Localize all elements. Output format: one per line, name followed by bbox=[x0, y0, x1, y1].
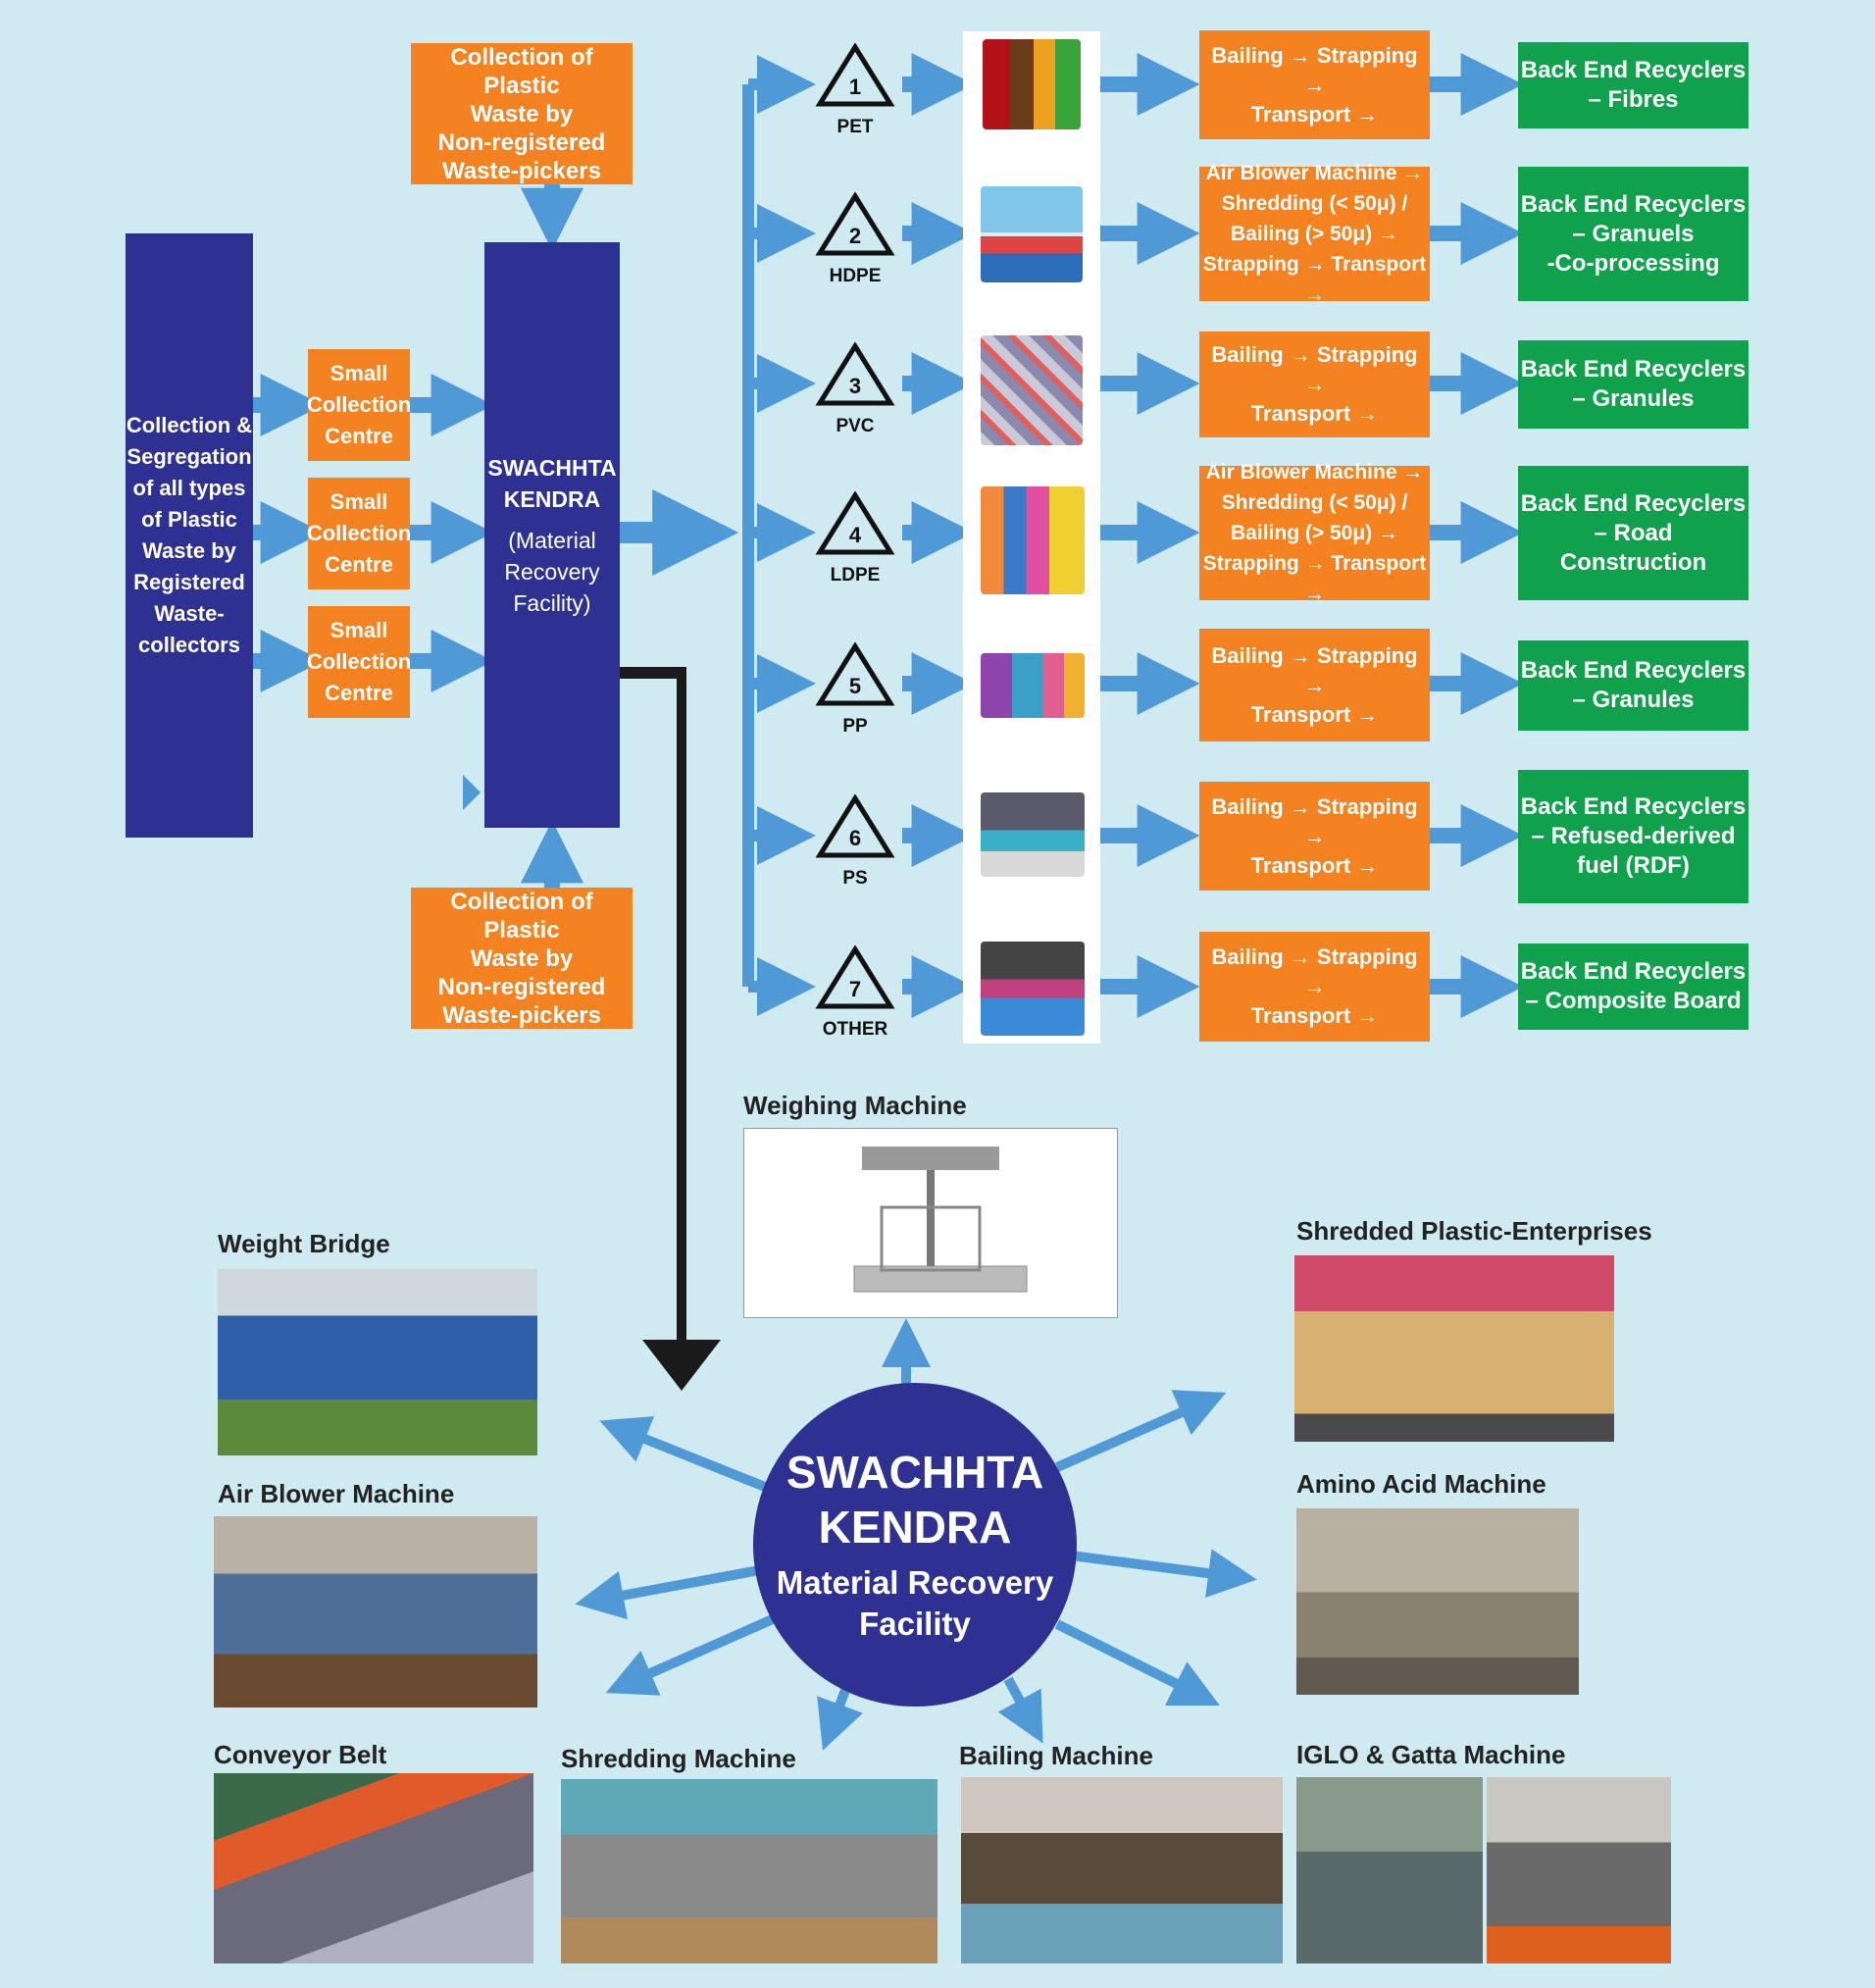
conveyor-belt-photo bbox=[214, 1773, 533, 1963]
recycler-box-5: Back End Recyclers – Granules bbox=[1518, 640, 1748, 731]
recycler-box-6: Back End Recyclers – Refused-derived fue… bbox=[1518, 770, 1748, 903]
resin-code: OTHER bbox=[822, 1019, 888, 1040]
row-arrows bbox=[902, 53, 1524, 1018]
caption-bailing-machine: Bailing Machine bbox=[959, 1741, 1153, 1770]
recycler-box-3: Back End Recyclers – Granules bbox=[1518, 340, 1748, 429]
process-box-4: Air Blower Machine → Shredding (< 50μ) /… bbox=[1199, 461, 1430, 605]
weighing-machine-photo bbox=[743, 1128, 1118, 1318]
resin-code: PET bbox=[836, 117, 874, 137]
recycler-box-2: Back End Recyclers – Granuels -Co-proces… bbox=[1518, 167, 1748, 301]
small-collection-centre-2: Small Collection Centre bbox=[307, 478, 411, 589]
process-box-5: Bailing → Strapping → Transport → bbox=[1199, 629, 1430, 741]
resin-symbol-7: 7 OTHER bbox=[796, 944, 914, 1041]
air-blower-photo bbox=[214, 1516, 537, 1708]
small-collection-centre-3: Small Collection Centre bbox=[307, 606, 411, 718]
caption-iglo-gatta-machine: IGLO & Gatta Machine bbox=[1296, 1740, 1566, 1769]
resin-symbol-4: 4 LDPE bbox=[796, 490, 914, 586]
swachhta-kendra-hub: SWACHHTA KENDRA Material Recovery Facili… bbox=[753, 1383, 1077, 1707]
svg-text:3: 3 bbox=[849, 374, 861, 398]
recycle-icon: 5 bbox=[815, 641, 895, 706]
resin-symbol-2: 2 HDPE bbox=[796, 191, 914, 287]
svg-text:4: 4 bbox=[849, 523, 862, 547]
caption-air-blower-machine: Air Blower Machine bbox=[218, 1479, 455, 1508]
caption-shredded-plastic-enterprises: Shredded Plastic-Enterprises bbox=[1296, 1216, 1652, 1246]
resin-code: PP bbox=[842, 716, 868, 737]
recycle-icon: 6 bbox=[815, 793, 895, 858]
pet-bottles-image bbox=[983, 39, 1081, 129]
caption-shredding-machine: Shredding Machine bbox=[561, 1744, 796, 1773]
ldpe-items-image bbox=[981, 486, 1085, 594]
resin-code: LDPE bbox=[830, 565, 881, 586]
amino-acid-photo bbox=[1296, 1508, 1579, 1695]
pp-containers-image bbox=[981, 653, 1085, 718]
resin-code: HDPE bbox=[829, 266, 882, 286]
resin-symbol-5: 5 PP bbox=[796, 641, 914, 738]
hub-subtitle: Material Recovery Facility bbox=[776, 1564, 1054, 1642]
svg-text:6: 6 bbox=[849, 826, 861, 850]
bracket-branches bbox=[748, 55, 816, 1016]
recycler-box-4: Back End Recyclers – Road Construction bbox=[1518, 466, 1748, 600]
resin-code: PS bbox=[842, 868, 868, 889]
process-box-2: Air Blower Machine → Shredding (< 50μ) /… bbox=[1199, 162, 1430, 306]
swachhta-kendra-box: SWACHHTA KENDRA (Material Recovery Facil… bbox=[484, 242, 620, 828]
registered-collectors-box: Collection & Segregation of all types of… bbox=[126, 233, 253, 838]
hub-title: SWACHHTA KENDRA bbox=[785, 1447, 1044, 1553]
process-box-1: Bailing → Strapping → Transport → bbox=[1199, 30, 1430, 139]
recycle-icon: 1 bbox=[815, 42, 895, 107]
ps-items-image bbox=[981, 792, 1085, 877]
small-collection-centre-1: Small Collection Centre bbox=[307, 349, 411, 461]
process-box-6: Bailing → Strapping → Transport → bbox=[1199, 782, 1430, 891]
resin-symbol-6: 6 PS bbox=[796, 793, 914, 890]
other-items-image bbox=[981, 942, 1085, 1036]
process-box-3: Bailing → Strapping → Transport → bbox=[1199, 331, 1430, 437]
hdpe-containers-image bbox=[981, 186, 1083, 282]
caption-conveyor-belt: Conveyor Belt bbox=[214, 1740, 387, 1769]
recycle-icon: 3 bbox=[815, 341, 895, 406]
recycler-box-7: Back End Recyclers – Composite Board bbox=[1518, 943, 1748, 1030]
bailing-machine-photo bbox=[961, 1777, 1283, 1963]
recycle-icon: 4 bbox=[815, 490, 895, 555]
arrow-small-left bbox=[463, 775, 481, 810]
black-arrow-down bbox=[620, 667, 721, 1391]
kendra-title: SWACHHTA KENDRA bbox=[487, 454, 617, 512]
shredding-machine-photo bbox=[561, 1779, 938, 1963]
shredded-plastic-photo bbox=[1294, 1255, 1614, 1442]
resin-symbol-1: 1 PET bbox=[796, 42, 914, 138]
process-box-7: Bailing → Strapping → Transport → bbox=[1199, 932, 1430, 1042]
recycle-icon: 2 bbox=[815, 191, 895, 256]
resin-symbol-3: 3 PVC bbox=[796, 341, 914, 437]
iglo-machine-photo bbox=[1296, 1777, 1483, 1963]
caption-weighing-machine: Weighing Machine bbox=[743, 1091, 967, 1120]
recycle-icon: 7 bbox=[815, 944, 895, 1009]
non-registered-top-box: Collection of Plastic Waste by Non-regis… bbox=[411, 43, 633, 184]
gatta-machine-photo bbox=[1487, 1777, 1671, 1963]
recycler-box-1: Back End Recyclers – Fibres bbox=[1518, 42, 1748, 128]
scale-icon bbox=[853, 1147, 1028, 1293]
hub-arrows bbox=[575, 1318, 1257, 1751]
svg-text:7: 7 bbox=[849, 977, 861, 1001]
non-registered-bottom-box: Collection of Plastic Waste by Non-regis… bbox=[411, 888, 633, 1029]
caption-amino-acid-machine: Amino Acid Machine bbox=[1296, 1469, 1546, 1499]
svg-text:5: 5 bbox=[849, 674, 861, 698]
kendra-subtitle: (Material Recovery Facility) bbox=[504, 527, 600, 616]
svg-text:1: 1 bbox=[849, 75, 861, 99]
pvc-items-image bbox=[981, 335, 1083, 445]
weight-bridge-photo bbox=[218, 1269, 537, 1455]
resin-code: PVC bbox=[836, 416, 875, 436]
caption-weight-bridge: Weight Bridge bbox=[218, 1229, 390, 1258]
svg-text:2: 2 bbox=[849, 224, 861, 248]
